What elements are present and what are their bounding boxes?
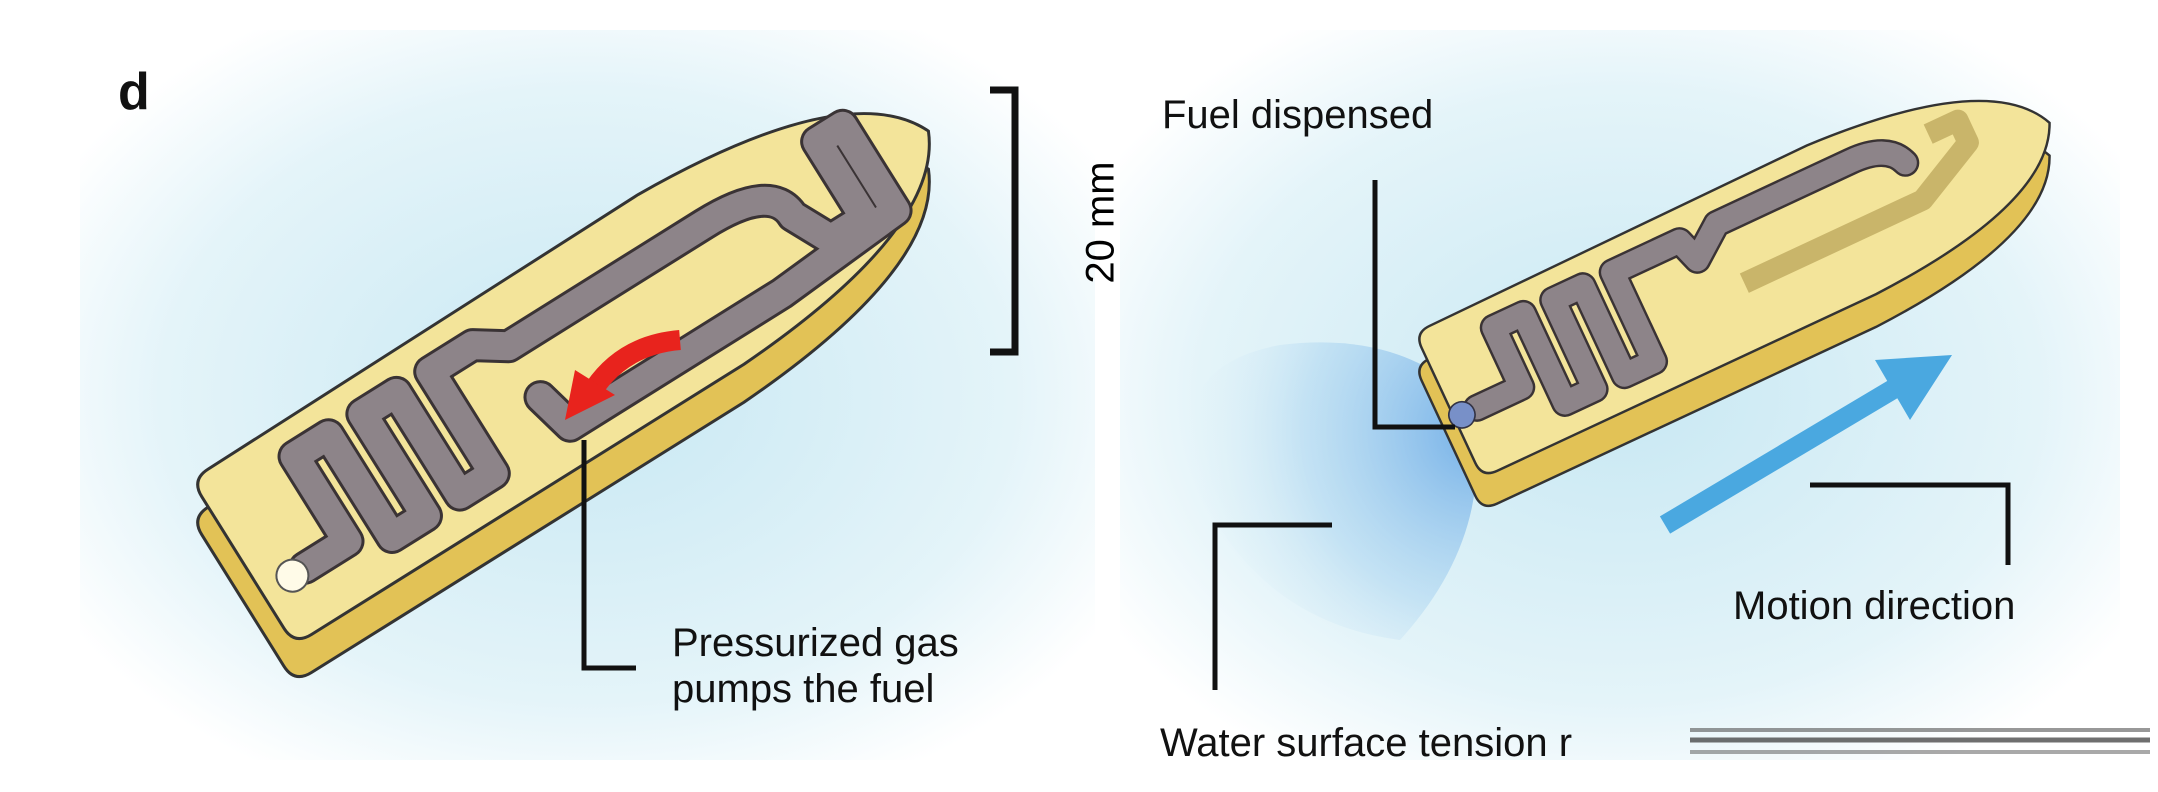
- scale-bar: [990, 86, 1019, 356]
- fuel-splash: [1186, 342, 1477, 640]
- fuel-channel: [280, 111, 910, 582]
- callout-line-fuel: [1372, 180, 1455, 430]
- callout-line-motion: [1810, 482, 2011, 565]
- callout-line-tension: [1212, 522, 1332, 690]
- boat-left: [187, 44, 983, 685]
- boat-right: [1411, 47, 2086, 512]
- fuel-dispensed-label: Fuel dispensed: [1162, 93, 1434, 137]
- pressurized-gas-label: Pressurized gas pumps the fuel: [672, 620, 959, 712]
- callout-line-1: Pressurized gas: [672, 621, 959, 665]
- callout-line-left: [581, 440, 636, 671]
- motion-arrow: [1659, 376, 1906, 534]
- motion-direction-label: Motion direction: [1733, 584, 2016, 628]
- panel-letter: d: [118, 63, 150, 121]
- motion-streaks: [1690, 728, 2150, 754]
- callout-line-2: pumps the fuel: [672, 667, 935, 711]
- scale-bar-label: 20 mm: [1078, 161, 1123, 284]
- surface-tension-label: Water surface tension r: [1160, 721, 1573, 765]
